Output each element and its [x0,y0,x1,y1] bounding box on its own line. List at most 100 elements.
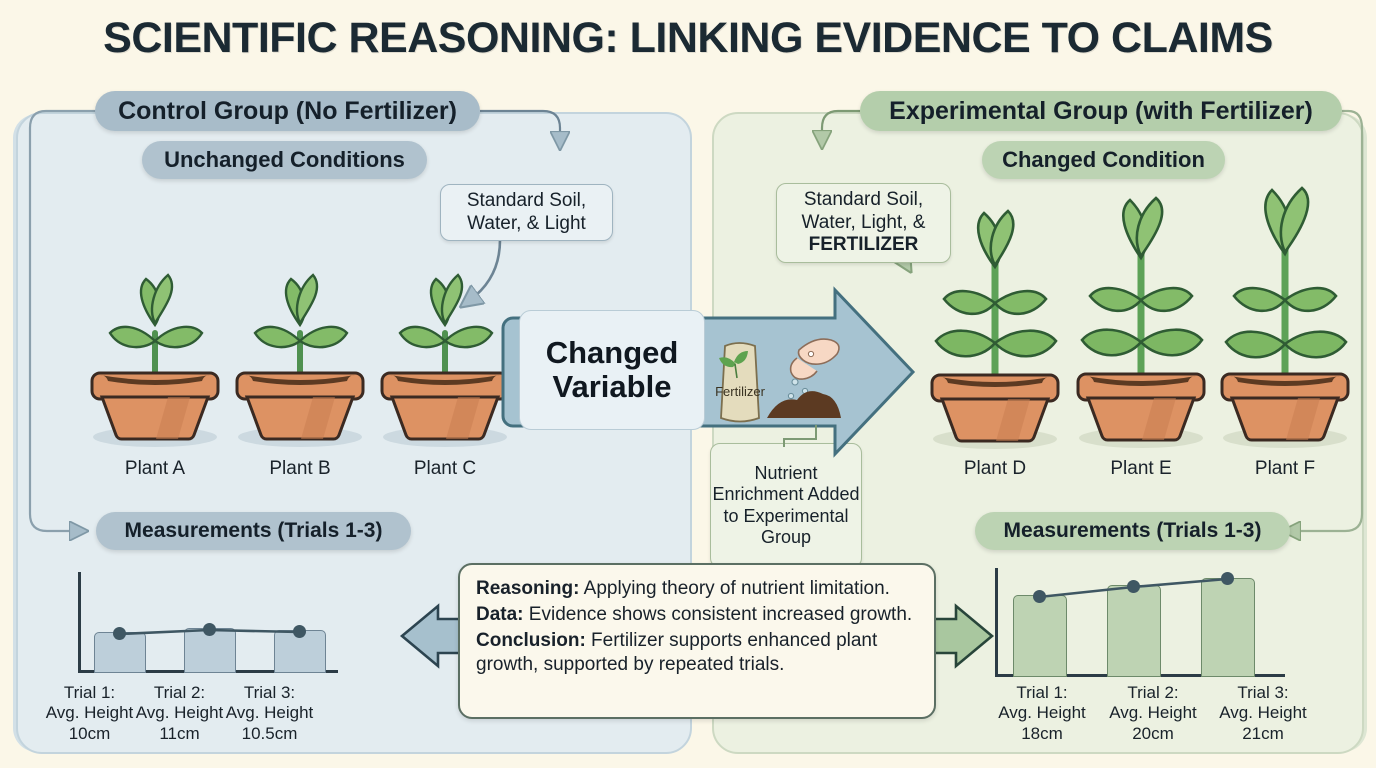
leaf [1088,286,1143,313]
pot-body [939,397,1051,443]
pot-body [1085,396,1197,442]
trial-value: 18cm [1021,723,1063,743]
plant-label-e: Plant E [1110,458,1172,479]
changed-variable-arrow: Fertilizer Changed Variable [501,286,923,458]
soil [100,375,210,385]
bar-trial-2 [1107,585,1161,677]
data-label: Data: [476,603,524,625]
pot-body [244,395,356,441]
changed-variable-line-2: Variable [552,369,672,404]
data-point-trial-3 [293,625,306,638]
leaf [934,329,997,358]
control-measurements-pill: Measurements (Trials 1-3) [96,512,411,550]
trial-label-left-1: Trial 1: Avg. Height 10cm [0,683,187,744]
trial-title: Trial 1: [63,683,116,702]
plant-illustration-d [930,209,1060,449]
plant-illustration-a [90,273,220,447]
leaf [993,329,1058,358]
pot-shading [996,399,1030,441]
changed-variable-line-1: Changed [545,334,679,370]
soil [390,375,500,385]
callout-line-2: Water, Light, & [801,211,926,233]
soil [1230,376,1340,386]
reasoning-label: Reasoning: [476,578,580,599]
trial-metric: Avg. Height [998,703,1086,723]
callout-emphasis-fertilizer: FERTILIZER [808,234,919,256]
plant-label-c: Plant C [413,458,477,479]
data-text: Evidence shows consistent increased grow… [523,603,913,625]
fertilizer-bag-icon: Fertilizer [715,342,766,423]
leaf [993,289,1048,316]
trial-metric: Avg. Height [135,703,224,723]
data-line: Data: Evidence shows consistent increase… [476,603,918,627]
leaf [942,289,997,316]
plant-label-f: Plant F [1254,458,1316,479]
trial-value: 10.5cm [241,723,298,743]
leaf [298,325,349,349]
conclusion-label: Conclusion: [476,629,586,651]
data-point-trial-1 [113,627,126,640]
leaf [1135,196,1164,259]
leaf [1283,286,1338,313]
trial-metric: Avg. Height [45,703,134,723]
leaf [253,325,302,349]
leaf [1080,328,1143,357]
page-title: SCIENTIFIC REASONING: LINKING EVIDENCE T… [103,14,1273,62]
chart-y-axis [78,572,81,672]
experimental-group-title-pill: Experimental Group (with Fertilizer) [860,91,1342,131]
unchanged-conditions-pill: Unchanged Conditions [142,141,427,179]
trial-label-right-1: Trial 1: Avg. Height 18cm [947,683,1137,744]
leaf [1232,286,1287,313]
data-point-trial-1 [1033,590,1046,603]
soil [1086,376,1196,386]
reasoning-line: Reasoning: Applying theory of nutrient l… [476,577,918,601]
trend-line [118,628,300,636]
trial-label-left-2: Trial 2: Avg. Height 11cm [82,683,277,744]
trial-value: 21cm [1242,723,1284,743]
arrow-to-nutrient-callout [783,425,817,447]
plant-label-d: Plant D [963,458,1027,479]
leaf [1139,328,1204,357]
control-conditions-callout: Standard Soil, Water, & Light [440,184,613,241]
trial-metric: Avg. Height [225,703,314,723]
trial-value: 20cm [1132,723,1174,743]
plant-label-a: Plant A [124,458,186,479]
leaf [108,325,157,349]
leaf [1139,286,1194,313]
pot-shading [301,397,335,439]
trial-label-left-3: Trial 3: Avg. Height 10.5cm [172,683,367,744]
trial-label-right-2: Trial 2: Avg. Height 20cm [1058,683,1248,744]
trial-value: 11cm [159,723,200,743]
leaf [989,209,1015,268]
leaf [1279,186,1310,255]
trend-line [1038,577,1228,599]
data-point-trial-3 [1221,572,1234,585]
bar-trial-3 [1201,578,1255,677]
plant-illustration-c [380,273,510,447]
plant-label-b: Plant B [269,458,331,479]
pot-body [389,395,501,441]
hand-icon [789,338,840,380]
data-point-trial-2 [1127,580,1140,593]
leaf [150,273,174,326]
callout-line-1: Standard Soil, [803,189,924,211]
leaf [1224,330,1287,359]
leaf [1283,330,1348,359]
control-group-title-pill: Control Group (No Fertilizer) [95,91,480,131]
pot-body [1229,396,1341,442]
pot-shading [446,397,480,439]
arrow-reasoning-to-experimental [930,603,995,669]
pot-body [99,395,211,441]
leaf [295,273,319,326]
conclusion-text: Fertilizer supports enhanced plant growt… [476,629,878,675]
plant-illustration-f [1220,186,1350,448]
trial-title: Trial 3: [1237,683,1289,702]
pot-shading [1286,398,1320,440]
experimental-measurements-pill: Measurements (Trials 1-3) [975,512,1290,550]
leaf [443,325,494,349]
soil [245,375,355,385]
reasoning-data-conclusion-box: Reasoning: Applying theory of nutrient l… [458,563,936,719]
soil-mound [767,391,841,418]
leaf [153,325,204,349]
